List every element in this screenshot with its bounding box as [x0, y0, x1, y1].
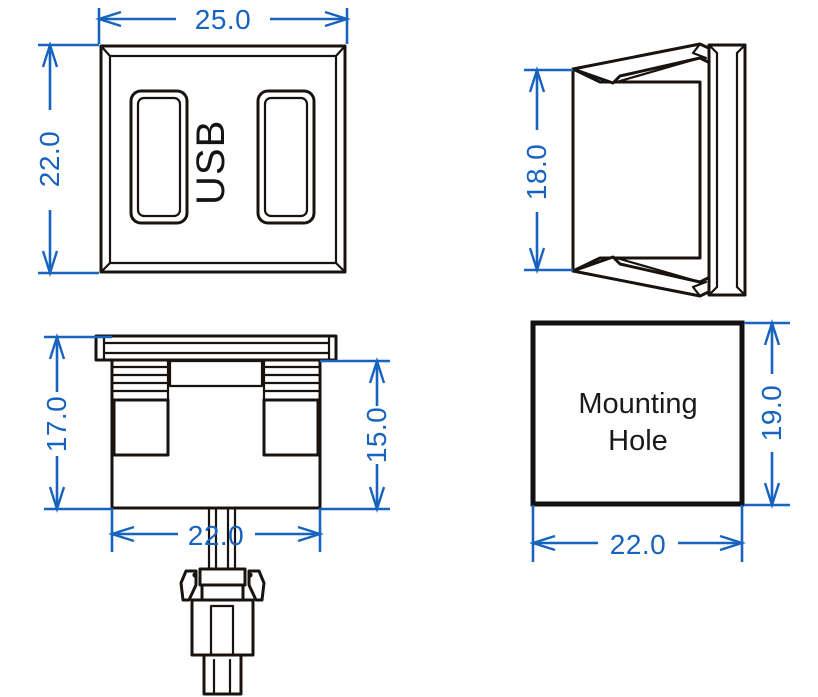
connector-top-cap: [198, 567, 247, 587]
top-left-height-label: 17.0: [41, 396, 72, 453]
side-view-bezel-bevel-corners: [707, 43, 747, 297]
dimension-front-width: 25.0: [95, 4, 351, 44]
dimension-side-height: 18.0: [521, 66, 573, 274]
top-left-height-arrow-top: [48, 333, 66, 360]
dimension-front-height: 22.0: [34, 41, 99, 277]
top-width-arrow-right: [297, 525, 324, 543]
mounting-hole-label-line-2: Hole: [608, 425, 668, 457]
front-view-usb-label: USB: [189, 120, 233, 205]
connector-tail-inner: [212, 658, 232, 696]
connector-pivot-left: [192, 572, 198, 578]
front-view-usb-port-right-inner: [263, 96, 309, 218]
front-height-label: 22.0: [34, 131, 65, 188]
top-view-right-ribs: [262, 365, 320, 402]
front-view-usb-port-right: [256, 89, 316, 225]
mounting-hole-label-line-1: Mounting: [578, 388, 697, 420]
front-view-usb-port-left-inner: [136, 96, 182, 218]
side-view-top-clip-edge: [611, 42, 708, 85]
dimension-top-right-height: 15.0: [320, 357, 392, 513]
side-view: 18.0: [521, 42, 747, 298]
dimension-top-width: 22.0: [108, 508, 324, 552]
side-height-arrow-bottom: [528, 247, 546, 274]
hole-width-label: 22.0: [610, 529, 667, 560]
side-height-label: 18.0: [521, 144, 552, 201]
connector-latch-right: [247, 569, 266, 602]
front-height-arrow-top: [41, 41, 59, 68]
top-width-arrow-left: [108, 525, 135, 543]
top-view-cable-wires: [207, 506, 237, 571]
top-width-label: 22.0: [188, 520, 245, 551]
connector-pivot-right: [247, 572, 253, 578]
side-view-barrel: [571, 67, 702, 273]
side-view-bezel-plate: [707, 43, 747, 297]
hole-height-label: 19.0: [756, 385, 787, 442]
dimension-hole-width: 22.0: [529, 505, 746, 562]
mounting-hole-box: [530, 320, 745, 507]
hole-height-arrow-top: [763, 319, 781, 346]
hole-height-arrow-bottom: [763, 482, 781, 509]
connector-tail: [202, 653, 243, 696]
connector-latch-left: [179, 569, 198, 602]
dimension-top-left-height: 17.0: [41, 333, 112, 513]
side-view-bottom-clip-edge: [611, 255, 708, 298]
dimension-hole-height: 19.0: [744, 319, 790, 509]
top-view-center-recess: [168, 359, 264, 388]
top-right-height-arrow-top: [368, 357, 386, 384]
front-width-label: 25.0: [195, 4, 252, 35]
side-height-arrow-top: [528, 66, 546, 93]
front-view-bevel-corners: [99, 44, 347, 274]
top-section-view: 17.0 15.0 22.0: [41, 333, 392, 696]
hole-width-arrow-left: [529, 534, 556, 552]
top-view-bezel-bar-inner: [102, 334, 331, 362]
connector-barrel-slot: [209, 604, 235, 657]
front-width-arrow-right: [324, 10, 351, 28]
top-view-bezel-bar: [94, 334, 338, 362]
front-width-arrow-left: [95, 10, 122, 28]
mounting-hole-view: Mounting Hole 19.0 22.0: [529, 319, 790, 562]
front-view: USB 25.0 22.0: [34, 4, 351, 277]
top-view-left-ribs: [112, 365, 170, 402]
hole-width-arrow-right: [719, 534, 746, 552]
top-right-height-label: 15.0: [361, 407, 392, 464]
front-view-usb-port-left: [129, 89, 189, 225]
top-left-height-arrow-bottom: [48, 486, 66, 513]
top-view-connector-plug: [179, 567, 266, 696]
front-height-arrow-bottom: [41, 250, 59, 277]
top-right-height-arrow-bottom: [368, 486, 386, 513]
